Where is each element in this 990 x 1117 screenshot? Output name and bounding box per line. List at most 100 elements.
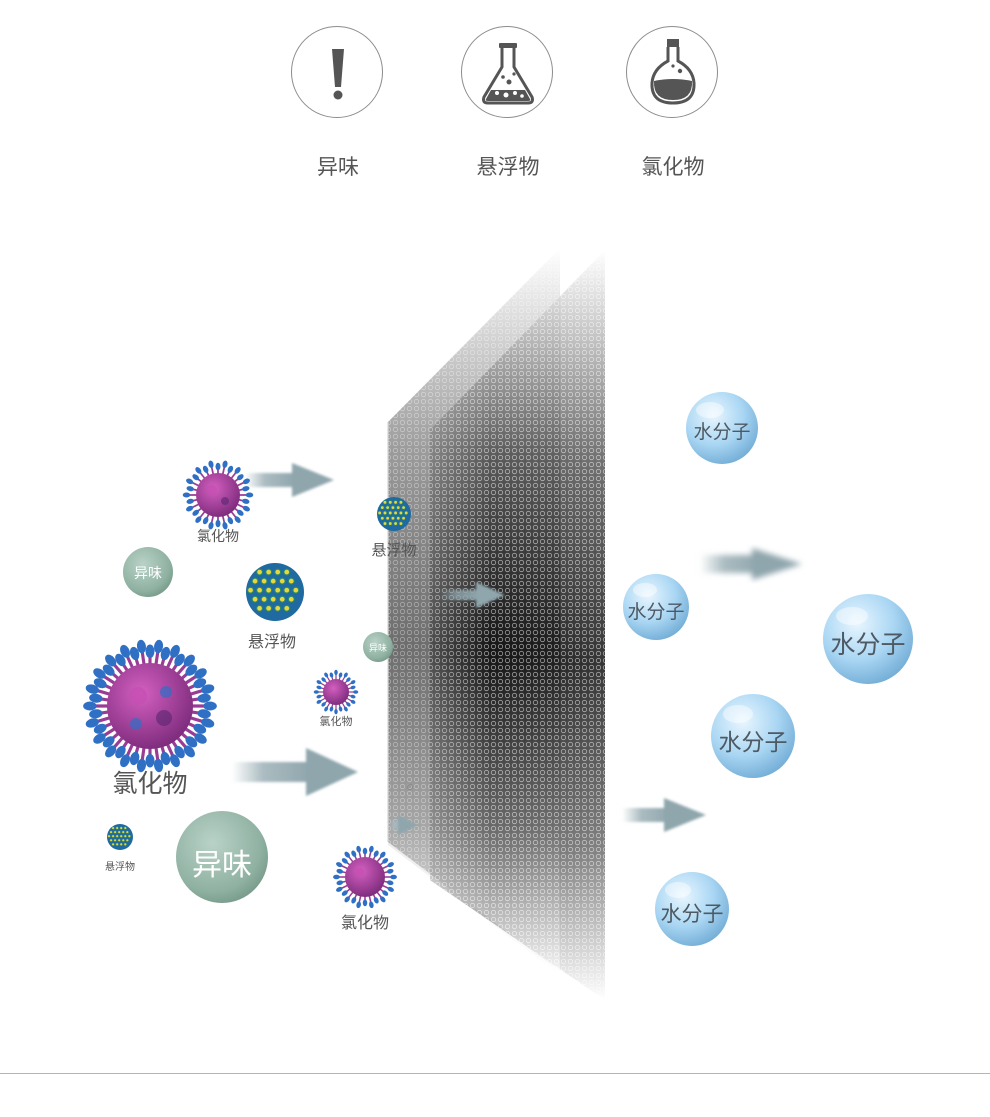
pollen-dot (274, 568, 282, 576)
virus-spike-tip (208, 460, 214, 468)
pollen-dot (123, 842, 127, 846)
pollen-dot (404, 510, 409, 515)
virus-spike-tip (334, 709, 338, 715)
virus-spike-tip (329, 706, 334, 712)
chloride-particle-1 (182, 460, 254, 530)
suspended-label-3: 悬浮物 (105, 862, 135, 873)
virus-spike-tip (102, 664, 115, 676)
pollen-dots (107, 826, 131, 846)
virus-spike-tip (129, 751, 140, 766)
suspended-particle-1 (246, 563, 304, 621)
virus-spike-tip (202, 517, 209, 525)
water-label-1: 水分子 (693, 421, 751, 443)
virus-spike-tip (343, 672, 348, 678)
water-molecule-5 (655, 872, 729, 946)
pollen-dot (283, 586, 291, 594)
pollen-dot (382, 521, 387, 526)
virus-spike-tip (136, 639, 147, 654)
suspended-particle-3 (107, 824, 133, 850)
virus-spike-tip (341, 890, 348, 896)
virus-spike-tip (334, 669, 338, 675)
pollen-dot (115, 826, 119, 830)
pollen-dot (123, 826, 127, 830)
virus-spike-tip (197, 693, 211, 703)
virus-spike-tip (336, 880, 344, 886)
virus-spike-tip (353, 690, 359, 694)
virus-spike-tip (382, 890, 389, 896)
virus-spike-tip (93, 723, 107, 734)
virus-spike-tip (183, 654, 195, 667)
virus-spike-tip (153, 639, 164, 654)
filtration-graphic (83, 248, 913, 1000)
virus-spike-tip (316, 685, 322, 690)
pollen-dots (377, 500, 409, 526)
odor-label-1: 异味 (134, 566, 162, 582)
virus-spike-tip (242, 486, 250, 492)
virus-spike-tip (336, 886, 343, 892)
flask-liquid-icon (650, 39, 696, 105)
filtration-illustration: 氯化物 异味 悬浮物 悬浮物 异味 氯化物 氯化物 悬浮物 异味 氯化物 水分子… (0, 230, 990, 1020)
virus-spike-tip (362, 899, 368, 907)
virus-spike-tip (369, 845, 374, 853)
virus-spike-tip (382, 858, 389, 864)
virus-spike-tip (350, 694, 356, 699)
virus-spike-tip (85, 684, 99, 694)
exclamation-icon (332, 49, 344, 100)
pollen-dot (115, 842, 119, 846)
pollen-dot (121, 838, 125, 842)
virus-spike-tip (316, 680, 322, 685)
virus-spike-tip (373, 850, 379, 857)
virus-spike-tip (387, 886, 394, 892)
pollen-dot (119, 834, 123, 838)
water-label-4: 水分子 (718, 730, 788, 756)
virus-spike-tip (203, 701, 217, 711)
virus-spike-tip (115, 745, 126, 759)
virus-spike-tip (341, 858, 348, 864)
pollen-dot (396, 516, 401, 521)
virus-spike-tip (160, 751, 171, 766)
odor-icon-circle (291, 26, 383, 118)
virus-spike-tip (336, 862, 343, 868)
water-molecule-3 (823, 594, 913, 684)
virus-spike-tip (89, 709, 103, 719)
pollen-dot (401, 505, 406, 510)
suspended-particle-2 (377, 497, 411, 531)
virus-spike-tip (316, 694, 322, 699)
odor-label-3: 异味 (192, 848, 252, 883)
virus-spike-tip (227, 465, 234, 473)
virus-spike-tip (195, 516, 202, 523)
virus-spike-tip (236, 509, 244, 516)
flask-bubbles-icon (482, 43, 534, 105)
virus-spike-tip (195, 467, 202, 474)
pollen-dot (385, 505, 390, 510)
pollen-dot (121, 830, 125, 834)
suspended-icon-label: 悬浮物 (476, 155, 540, 179)
chloride-icon-label: 氯化物 (641, 155, 705, 179)
flow-arrow-5 (700, 548, 802, 580)
virus-spike-tip (386, 868, 394, 874)
pollen-dot (390, 505, 395, 510)
pollen-dot (111, 826, 115, 830)
pollen-dot (388, 500, 393, 505)
virus-spike-tip (324, 706, 329, 712)
virus-spike-tip (93, 733, 106, 744)
pollen-dot (125, 838, 129, 842)
virus-spike-tip (351, 897, 357, 904)
virus-spike-tip (194, 668, 207, 679)
virus-spike-tip (343, 706, 348, 712)
virus-spike-tip (329, 672, 334, 678)
flow-arrow-1 (245, 463, 334, 497)
virus-spike-tip (192, 474, 200, 481)
pollen-dot (287, 577, 295, 585)
pollen-dot (111, 842, 115, 846)
pollen-dot (269, 595, 277, 603)
virus-spike-tip (344, 851, 350, 858)
virus-spike-tip (350, 680, 356, 685)
pollen-dot (388, 521, 393, 526)
pollen-dot (401, 516, 406, 521)
pollen-dot (117, 830, 121, 834)
virus-spike-tip (242, 478, 250, 485)
chloride-particle-4 (333, 845, 397, 909)
pollen-dot (265, 568, 273, 576)
virus-spike-tip (105, 745, 117, 758)
